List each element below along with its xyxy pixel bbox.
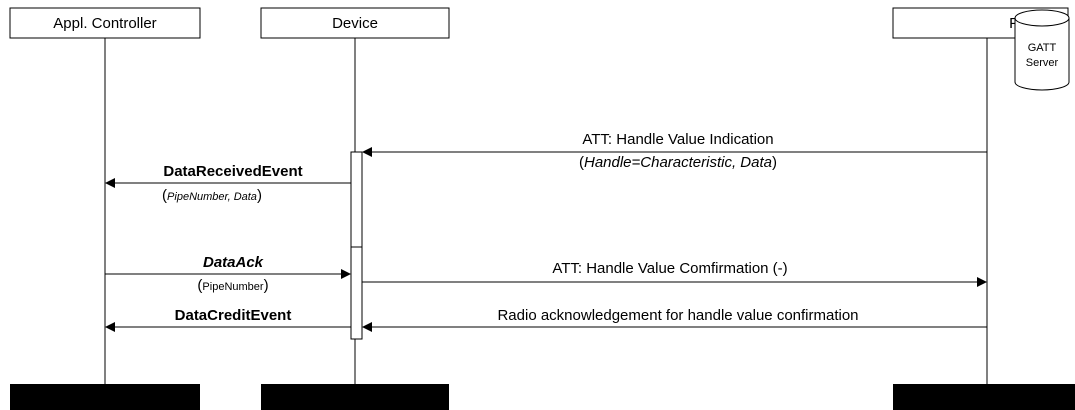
indication-params: (Handle=Characteristic, Data) [579, 154, 777, 171]
data-ack-message: DataAck ()PipeNumber) [105, 254, 351, 294]
confirmation-label: ATT: Handle Value Comfirmation (-) [552, 260, 787, 277]
radio-ack-message: Radio acknowledgement for handle value c… [362, 307, 987, 332]
controller-header: Appl. Controller [9, 7, 201, 39]
gatt-server-label-line2: Server [1026, 57, 1059, 69]
gatt-server-label-line1: GATT [1028, 42, 1057, 54]
data-credit-event-message: DataCreditEvent [105, 307, 351, 332]
indication-message: ATT: Handle Value Indication (Handle=Cha… [362, 131, 987, 171]
device-activation-2 [350, 246, 363, 340]
device-footer-bar [261, 384, 449, 410]
data-credit-event-label: DataCreditEvent [175, 307, 292, 324]
indication-label: ATT: Handle Value Indication [582, 131, 773, 148]
device-label: Device [332, 15, 378, 32]
data-ack-params: ()PipeNumber) [197, 277, 268, 294]
peer-footer-bar [893, 384, 1075, 410]
gatt-server-database-icon: GATT Server [1014, 9, 1070, 91]
data-received-event-label: DataReceivedEvent [163, 163, 302, 180]
data-received-event-params: (PipeNumber, Data) [162, 187, 262, 204]
data-received-event-message: DataReceivedEvent (PipeNumber, Data) [105, 163, 351, 204]
radio-ack-label: Radio acknowledgement for handle value c… [497, 307, 858, 324]
device-header: Device [260, 7, 450, 39]
data-ack-label: DataAck [203, 254, 264, 271]
controller-footer-bar [10, 384, 200, 410]
confirmation-message: ATT: Handle Value Comfirmation (-) [362, 260, 987, 287]
controller-label: Appl. Controller [53, 15, 156, 32]
device-activation-1 [350, 151, 363, 248]
